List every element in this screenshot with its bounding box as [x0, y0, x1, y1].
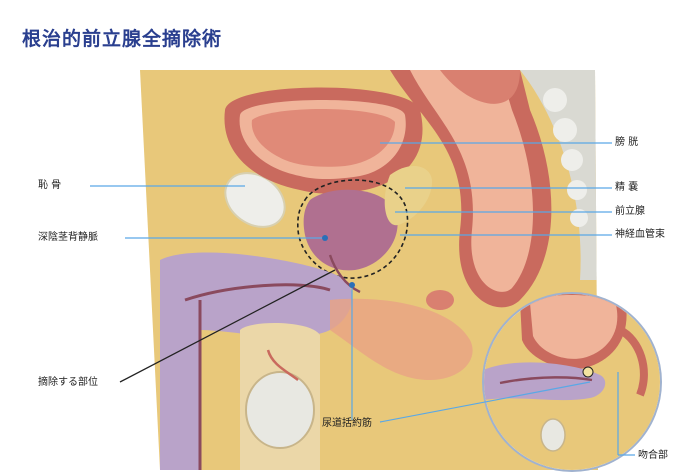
label-anastomosis: 吻合部	[638, 450, 668, 462]
label-deep-dorsal-vein: 深陰茎背静脈	[38, 232, 98, 244]
label-pubic-bone: 恥 骨	[38, 180, 61, 192]
label-bladder: 膀 胱	[615, 137, 638, 149]
label-prostate: 前立腺	[615, 206, 645, 218]
label-seminal-vesicle: 精 嚢	[615, 182, 638, 194]
label-neurovascular-bundle: 神経血管束	[615, 229, 665, 241]
label-resection-site: 摘除する部位	[38, 377, 98, 389]
label-urethral-sphincter: 尿道括約筋	[322, 418, 372, 430]
